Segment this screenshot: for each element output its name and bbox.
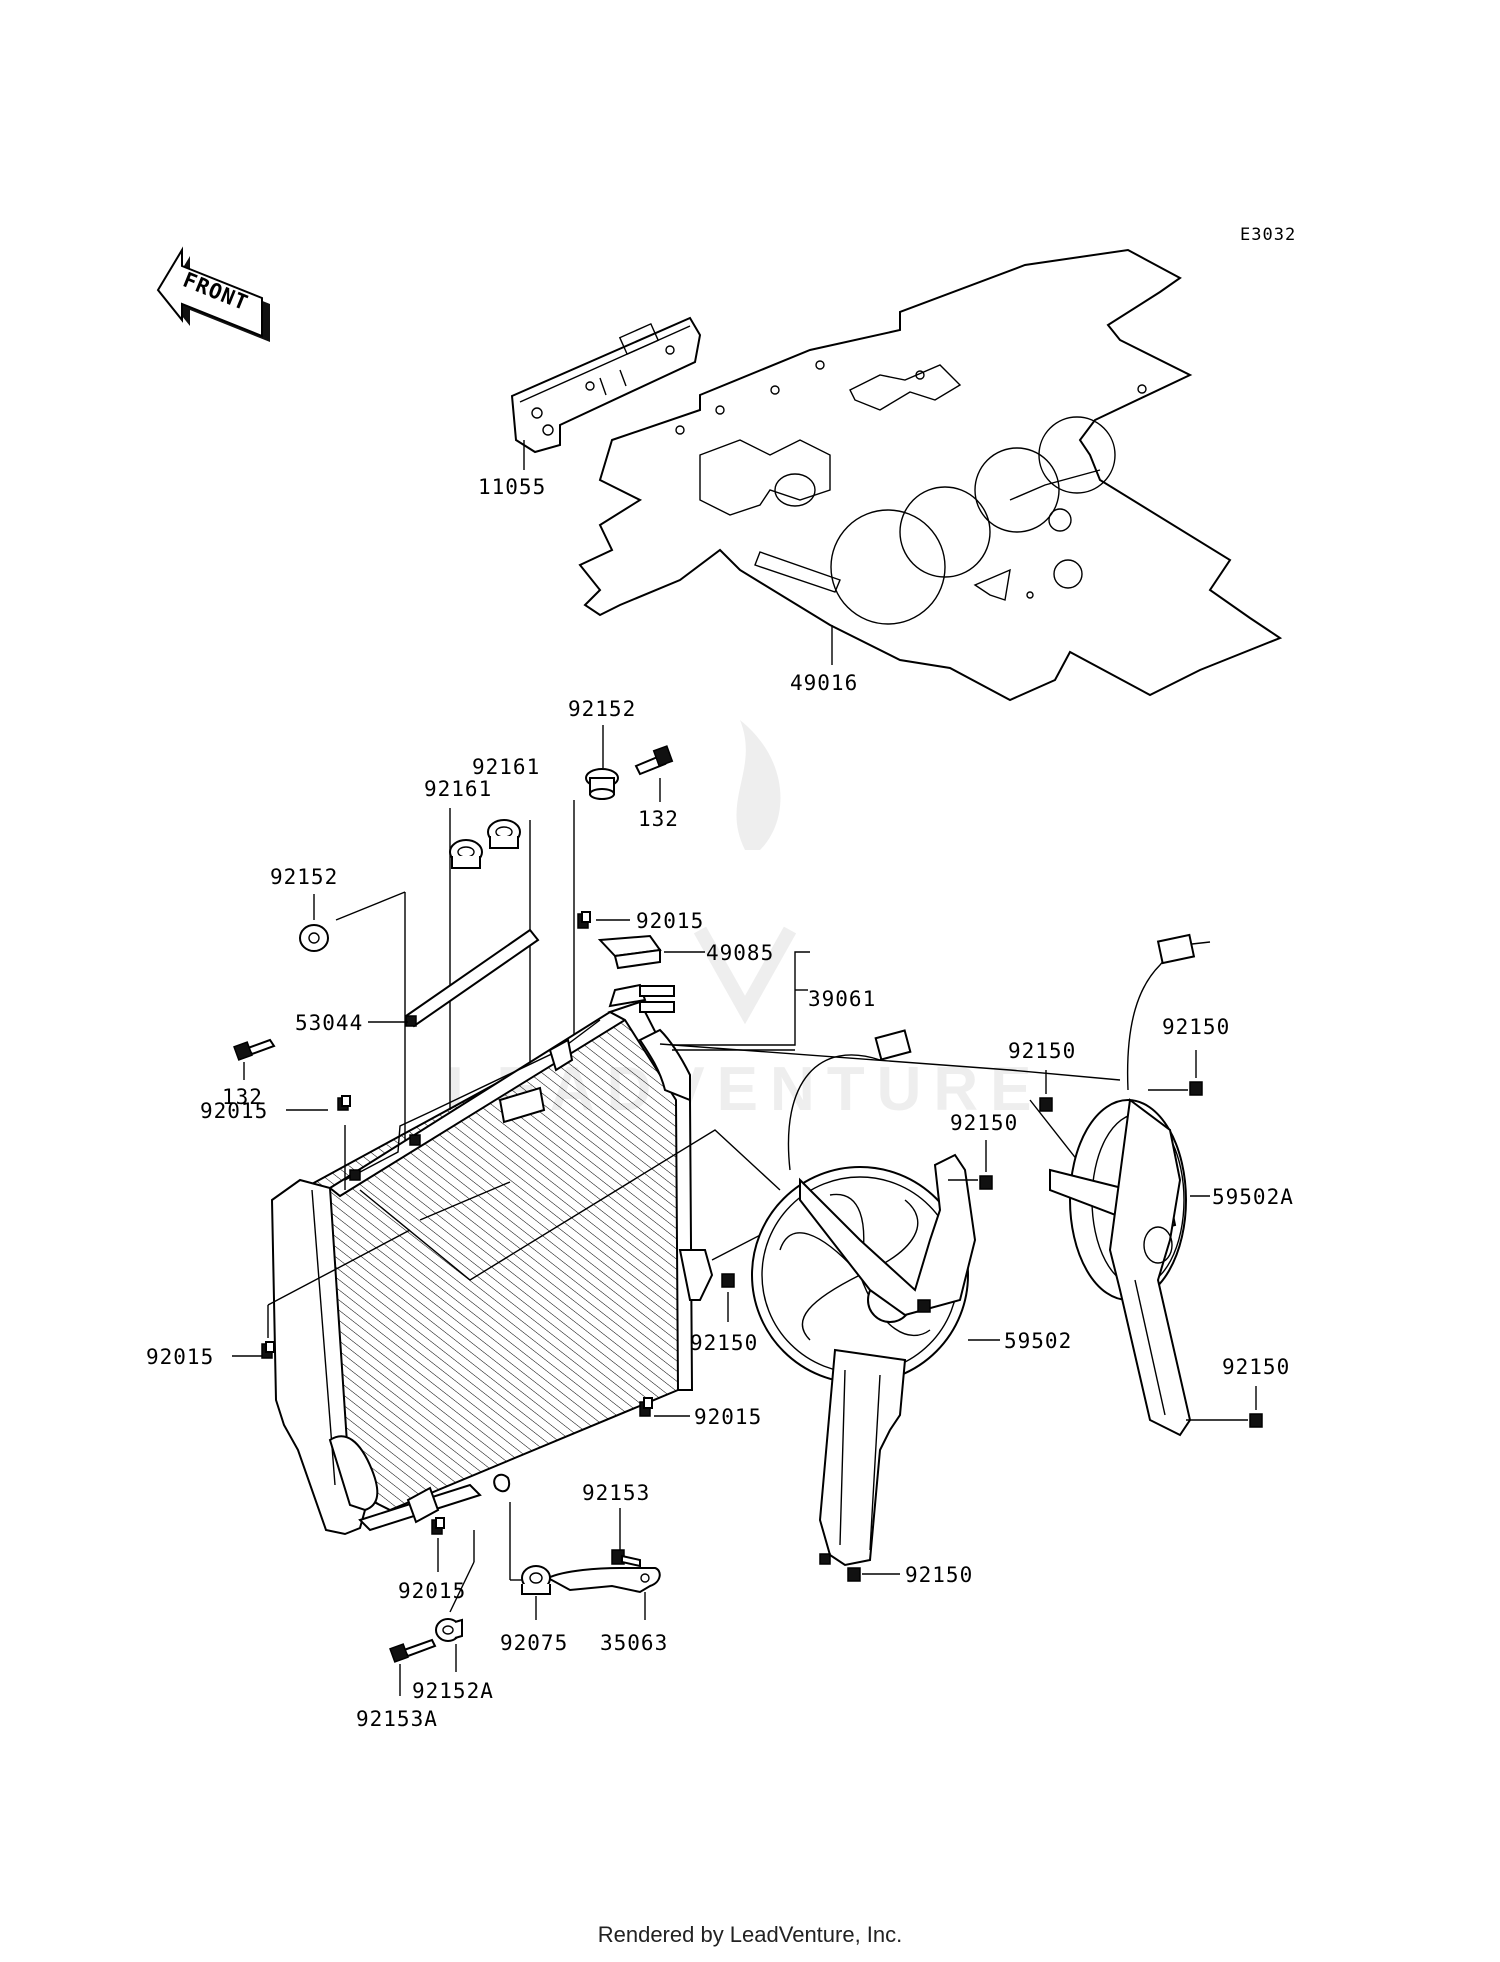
label-92150-e: 92150 [1222, 1355, 1290, 1379]
label-92152-top: 92152 [568, 697, 636, 721]
label-59502A: 59502A [1212, 1185, 1294, 1209]
collar-92152A[interactable] [435, 1618, 463, 1642]
label-92075: 92075 [500, 1631, 568, 1655]
label-53044: 53044 [295, 1011, 363, 1035]
nut-92015-left-upper[interactable] [337, 1095, 351, 1111]
label-92015-right: 92015 [694, 1405, 762, 1429]
label-92161-b: 92161 [424, 777, 492, 801]
nut-92150-e[interactable] [1249, 1413, 1263, 1428]
leader-92015-left-lower-c [267, 1229, 411, 1306]
nut-92150-f[interactable] [847, 1567, 861, 1582]
label-92152A: 92152A [412, 1679, 494, 1703]
reference-code: E3032 [1240, 225, 1296, 245]
label-59502: 59502 [1004, 1329, 1072, 1353]
front-arrow-icon: FRONT [156, 246, 270, 342]
bolt-92153[interactable] [611, 1549, 641, 1568]
bracket-35063[interactable] [545, 1567, 661, 1594]
insulator-plate-49016[interactable] [578, 248, 1283, 702]
label-39061: 39061 [808, 987, 876, 1011]
label-92153: 92153 [582, 1481, 650, 1505]
fan-59502[interactable] [751, 1029, 977, 1567]
bracket-11055[interactable] [510, 316, 702, 454]
footer-credit: Rendered by LeadVenture, Inc. [597, 1922, 903, 1947]
label-92152-left: 92152 [270, 865, 338, 889]
label-132-left: 132 [222, 1085, 263, 1109]
leader-92152A-b [449, 1561, 475, 1613]
nut-92150-c[interactable] [979, 1175, 993, 1190]
label-92150-a: 92150 [1008, 1039, 1076, 1063]
leader-49085-bracket [650, 951, 810, 1046]
nut-92150-d[interactable] [721, 1273, 735, 1288]
collar-92152-top[interactable] [585, 768, 619, 800]
nut-92015-left-lower[interactable] [261, 1341, 275, 1359]
label-92150-d: 92150 [690, 1331, 758, 1355]
label-92161-a: 92161 [472, 755, 540, 779]
guide-line-d [659, 1043, 1121, 1081]
label-132-top: 132 [638, 807, 679, 831]
nut-92015-bottom[interactable] [431, 1517, 445, 1535]
radiator-39061[interactable] [270, 983, 714, 1536]
nut-92015-right[interactable] [639, 1397, 653, 1417]
label-92150-c: 92150 [950, 1111, 1018, 1135]
label-92015-left-upper: 92015 [200, 1099, 268, 1123]
label-92150-b: 92150 [1162, 1015, 1230, 1039]
radiator-cap-49085[interactable] [597, 934, 662, 970]
grommet-92161-b[interactable] [449, 839, 483, 869]
grommet-92161-a[interactable] [487, 819, 521, 849]
grommet-92075[interactable] [521, 1565, 551, 1595]
nut-92150-b[interactable] [1189, 1081, 1203, 1096]
label-49016: 49016 [790, 671, 858, 695]
bolt-132-left[interactable] [233, 1038, 276, 1061]
label-35063: 35063 [600, 1631, 668, 1655]
guide-line-b [419, 1181, 511, 1221]
nut-92015-top[interactable] [577, 911, 591, 929]
bolt-132-top[interactable] [634, 745, 674, 776]
rod-53044[interactable] [404, 928, 540, 1028]
leader-92152-left-2 [335, 891, 406, 921]
label-92015-top: 92015 [636, 909, 704, 933]
nut-92150-a[interactable] [1039, 1097, 1053, 1112]
label-92015-bottom: 92015 [398, 1579, 466, 1603]
guide-line-a [359, 1129, 781, 1281]
collar-92152-left[interactable] [299, 924, 329, 952]
label-92153A: 92153A [356, 1707, 438, 1731]
fan-59502A[interactable] [1049, 933, 1211, 1437]
bolt-92153A[interactable] [389, 1638, 437, 1663]
label-49085: 49085 [706, 941, 774, 965]
label-92150-f: 92150 [905, 1563, 973, 1587]
label-11055: 11055 [478, 475, 546, 499]
label-92015-left-lower: 92015 [146, 1345, 214, 1369]
